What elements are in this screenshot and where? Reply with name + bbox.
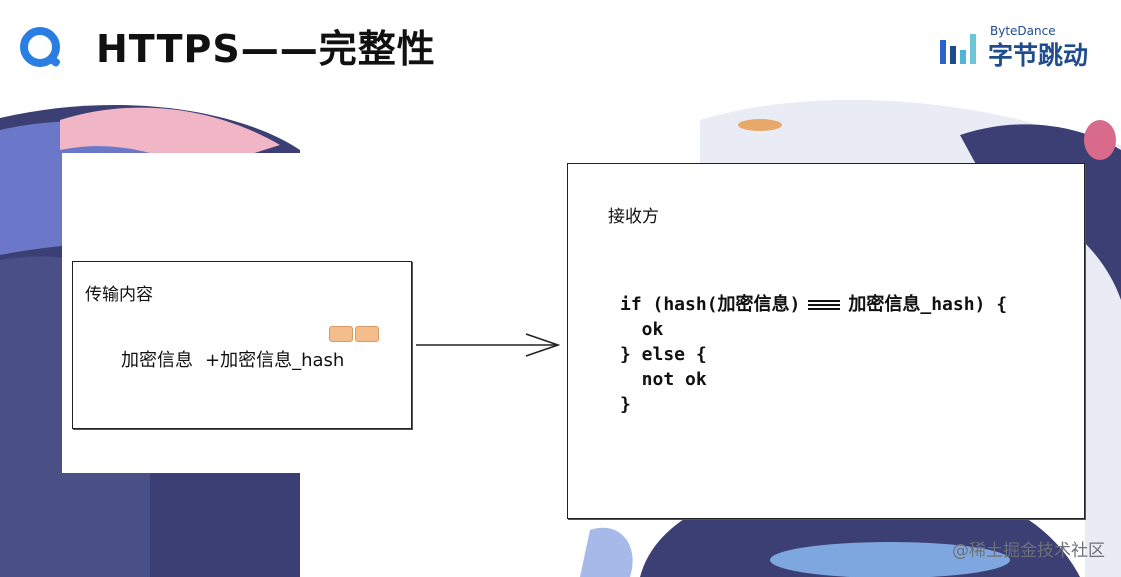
source-watermark: @稀土掘金技术社区: [952, 541, 1105, 561]
brand-logo: ByteDance 字节跳动: [938, 22, 1108, 72]
code-line: if (hash(加密信息) 加密信息_hash) {: [620, 292, 1007, 317]
q-logo-icon: [20, 27, 61, 67]
highlighter-mark-icon: [329, 326, 353, 342]
triple-equals-icon: [808, 300, 841, 310]
sender-box: 传输内容 加密信息 +加密信息_hash: [72, 261, 412, 429]
code-line: }: [620, 394, 631, 415]
code-line: } else {: [620, 344, 707, 365]
payload-text: 加密信息 +加密信息_hash: [121, 346, 344, 372]
verification-code: if (hash(加密信息) 加密信息_hash) { ok } else { n…: [620, 292, 1007, 417]
encrypted-info-hash-label: 加密信息_hash: [220, 350, 345, 371]
highlighter-mark-icon: [355, 326, 379, 342]
bytedance-bars-icon: [940, 34, 976, 64]
plus-sign: +: [205, 350, 221, 371]
encrypted-info-label: 加密信息: [121, 350, 193, 371]
right-arrow-icon: [416, 333, 561, 357]
receiver-box: 接收方 if (hash(加密信息) 加密信息_hash) { ok } else…: [567, 163, 1085, 519]
sender-title: 传输内容: [85, 285, 153, 305]
code-line: not ok: [620, 369, 707, 390]
receiver-title: 接收方: [608, 207, 659, 227]
header: HTTPS——完整性 ByteDance 字节跳动: [0, 0, 1121, 100]
code-fragment: 加密信息_hash) {: [848, 294, 1008, 315]
code-line: ok: [620, 319, 664, 340]
brand-name-en: ByteDance: [990, 24, 1056, 38]
code-fragment: if (hash(加密信息): [620, 294, 801, 315]
brand-name-cn: 字节跳动: [988, 41, 1089, 70]
page-title: HTTPS——完整性: [96, 27, 436, 71]
